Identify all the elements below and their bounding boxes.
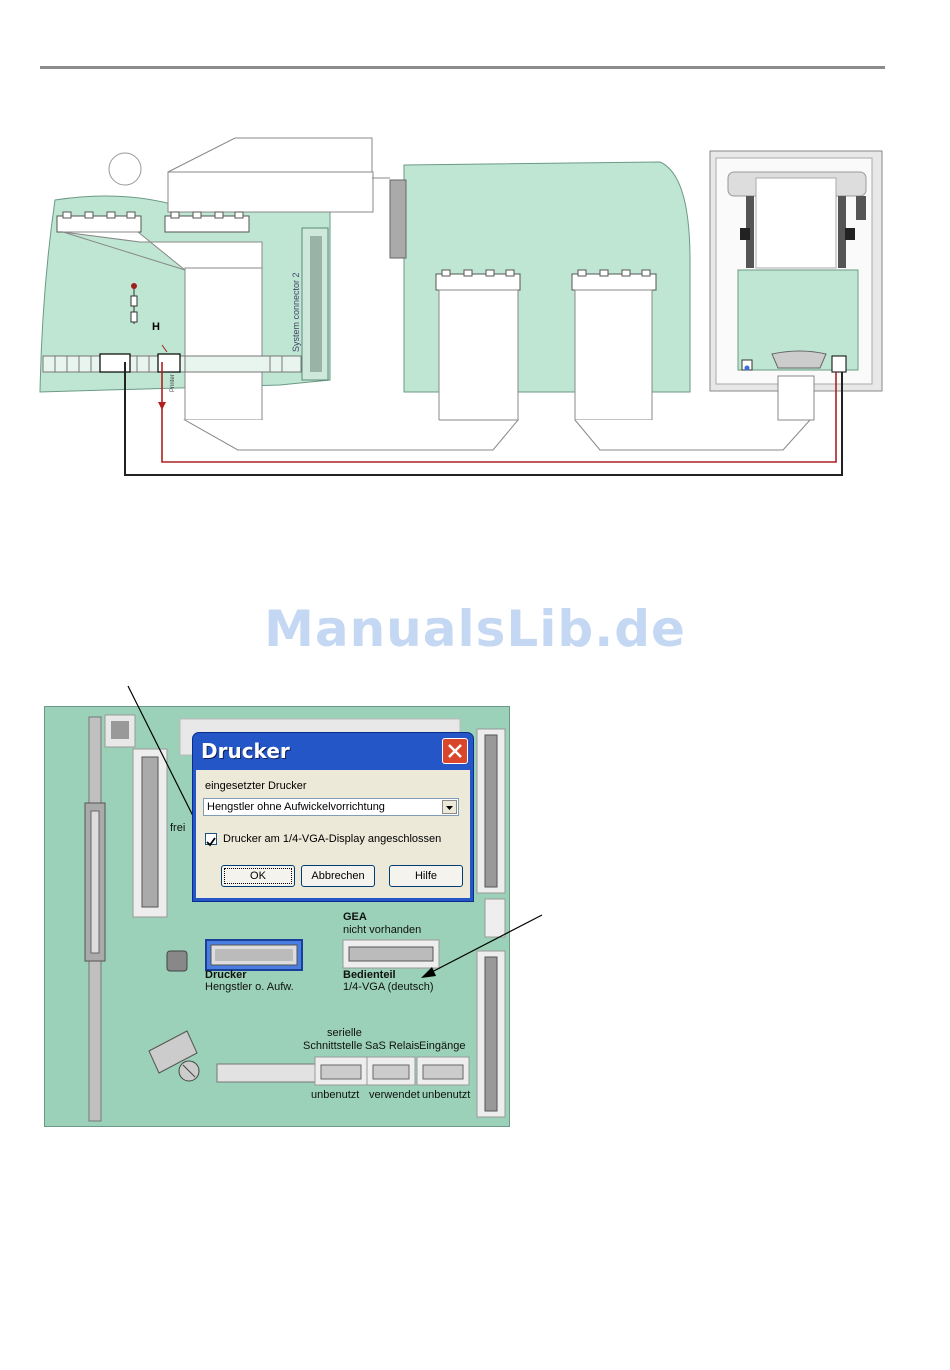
watermark: ManualsLib.de [264,600,686,658]
bedienteil-value: 1/4-VGA (deutsch) [343,981,434,993]
drucker-title[interactable]: Drucker [205,969,247,981]
second-board-connector-left [435,269,521,291]
inputs-title: Eingänge [419,1040,466,1052]
dropdown-button[interactable] [442,800,457,814]
wiring-diagram: System connector 2 Printer H [39,137,883,476]
bedienteil-title[interactable]: Bedienteil [343,969,396,981]
wire-black [124,362,843,476]
close-icon [448,744,462,758]
ok-button[interactable]: OK [221,865,295,887]
sas-status: verwendet [369,1089,420,1101]
side-connector [389,179,407,259]
frei-label: frei [170,822,186,834]
battery-holder-icon [148,1030,198,1074]
serial-title-1: serielle [327,1027,362,1039]
printer-select-value: Hengstler ohne Aufwickelvorrichtung [207,801,385,813]
drucker-value: Hengstler o. Aufw. [205,981,294,993]
jumper-icon: H [152,321,160,333]
fuse-icon [131,283,137,289]
board-connector-left [56,211,142,233]
board-connector-mid [164,211,250,233]
mounting-hole [108,152,142,186]
display-checkbox[interactable] [205,833,217,847]
checkbox-label[interactable]: Drucker am 1/4-VGA-Display angeschlossen [223,833,442,845]
printer-label: eingesetzter Drucker [205,780,307,792]
serial-title-2: Schnittstelle [303,1040,363,1052]
top-rule [40,66,885,69]
terminal-black [99,353,131,373]
terminal-red [157,353,181,373]
ribbon-vertical [184,267,263,421]
printer-terminal-label: Printer [170,374,176,392]
help-button[interactable]: Hilfe [389,865,463,887]
cancel-button[interactable]: Abbrechen [301,865,375,887]
wire-red [161,362,837,463]
gea-status: nicht vorhanden [343,924,422,936]
printer-select[interactable]: Hengstler ohne Aufwickelvorrichtung [203,798,459,816]
dialog-body: eingesetzter Drucker Hengstler ohne Aufw… [196,770,470,898]
chevron-down-icon [446,806,453,810]
inputs-status: unbenutzt [422,1089,471,1101]
checkmark-icon [206,837,216,847]
terminal-block [216,1063,316,1083]
serial-status: unbenutzt [311,1089,360,1101]
second-board-connector-right [571,269,657,291]
printer-terminal [831,355,847,373]
drucker-dialog: Drucker eingesetzter Drucker Hengstler o… [192,732,474,902]
close-button[interactable] [442,738,468,764]
dialog-title: Drucker [201,739,290,763]
chip-icon [166,950,188,972]
arrow-icon [158,402,166,410]
printer-port-icon [771,350,827,369]
sas-title: SaS Relais [365,1040,420,1052]
gea-title: GEA [343,911,367,923]
connector-small [484,898,506,938]
system-connector-label: System connector 2 [291,272,301,352]
